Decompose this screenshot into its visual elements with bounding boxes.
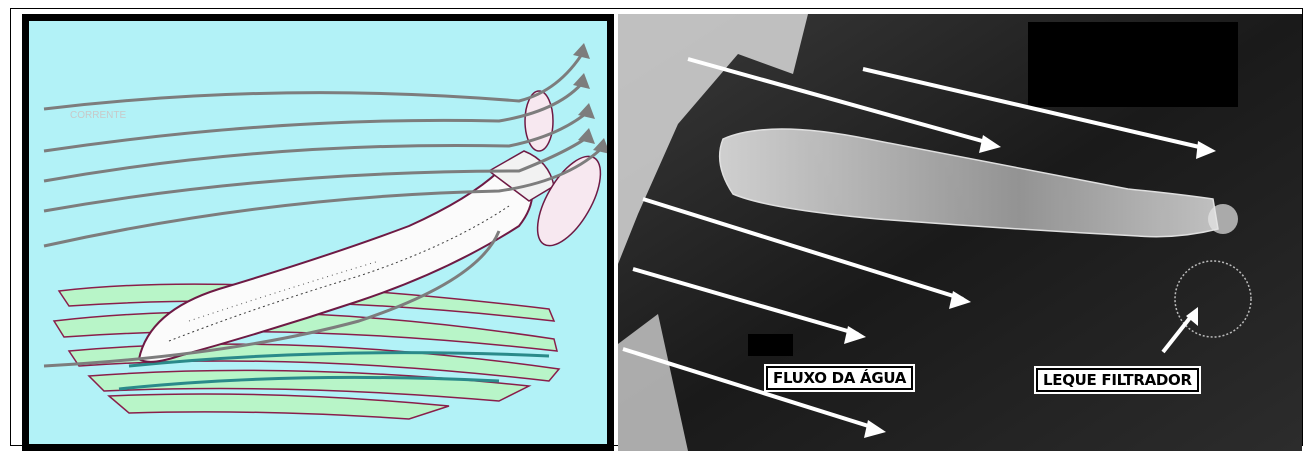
photo-panel: FLUXO DA ÁGUA LEQUE FILTRADOR — [618, 14, 1302, 451]
larva-photo — [618, 14, 1302, 451]
current-label: CORRENTE — [70, 110, 126, 121]
flow-label: FLUXO DA ÁGUA — [766, 366, 913, 390]
diagram-panel: CORRENTE — [22, 14, 614, 451]
larva-diagram — [29, 21, 607, 444]
filter-fan-label: LEQUE FILTRADOR — [1036, 368, 1199, 392]
